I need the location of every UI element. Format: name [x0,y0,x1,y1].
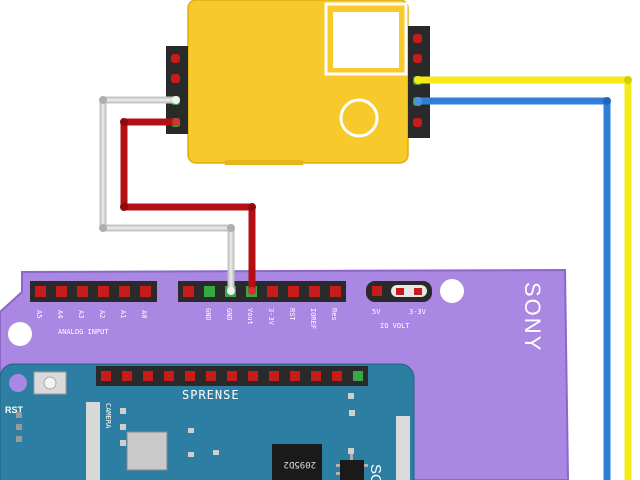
main-board-header [96,366,368,386]
main-board-name: SPRENSE [182,388,240,402]
power-pin-res: Res [330,308,338,321]
power-pin-gnd-1: GND [204,308,212,321]
analog-pin-a1: A1 [119,310,127,318]
main-board-hole [9,374,27,392]
analog-pin-a0: A0 [140,310,148,318]
small-pads [188,393,355,457]
power-pin-gnd-2: GND [225,308,233,321]
analog-pin-a3: A3 [77,310,85,318]
blue-wire-bend [603,97,611,105]
power-pin-rst: RST [288,308,296,321]
camera-label: CAMERA [104,403,112,429]
camera-connector [86,402,100,480]
yellow-wire-bend [624,76,632,84]
rst-label: RST [5,405,24,415]
small-ic [336,454,368,480]
wire-end-caps [172,76,422,295]
camera-module [126,431,168,471]
io-volt-jumper[interactable] [366,281,432,302]
power-header [178,281,346,302]
side-pads-left [16,412,22,442]
brand-label: SONY [520,282,545,352]
vout-wire-bends [120,118,256,211]
analog-pin-a4: A4 [56,310,64,318]
mount-hole-top-right [440,279,464,303]
main-board-edge-text: SC [367,464,384,480]
jumper-3v3-label: 3-3V [409,308,427,316]
reset-button[interactable] [33,371,67,395]
io-volt-label: IO VOLT [380,322,410,330]
power-pin-ioref: IOREF [309,308,317,329]
analog-header [30,281,157,302]
chip-text: 2095D2 [283,459,316,469]
power-pin-3v3: 3-3V [267,308,275,326]
jumper-5v-label: 5V [372,308,381,316]
main-chip [272,444,322,480]
analog-pin-a2: A2 [98,310,106,318]
mount-hole-left [8,322,32,346]
camera-pads [120,408,126,446]
analog-input-label: ANALOG INPUT [58,328,109,336]
sensor-notch [225,160,303,165]
power-pin-vout: Vout [246,308,254,325]
sensor-hole [339,98,379,138]
gnd-wire-bends [99,96,235,232]
sensor-window [324,2,408,76]
edge-strip [396,416,410,480]
analog-pin-a5: A5 [35,310,43,318]
